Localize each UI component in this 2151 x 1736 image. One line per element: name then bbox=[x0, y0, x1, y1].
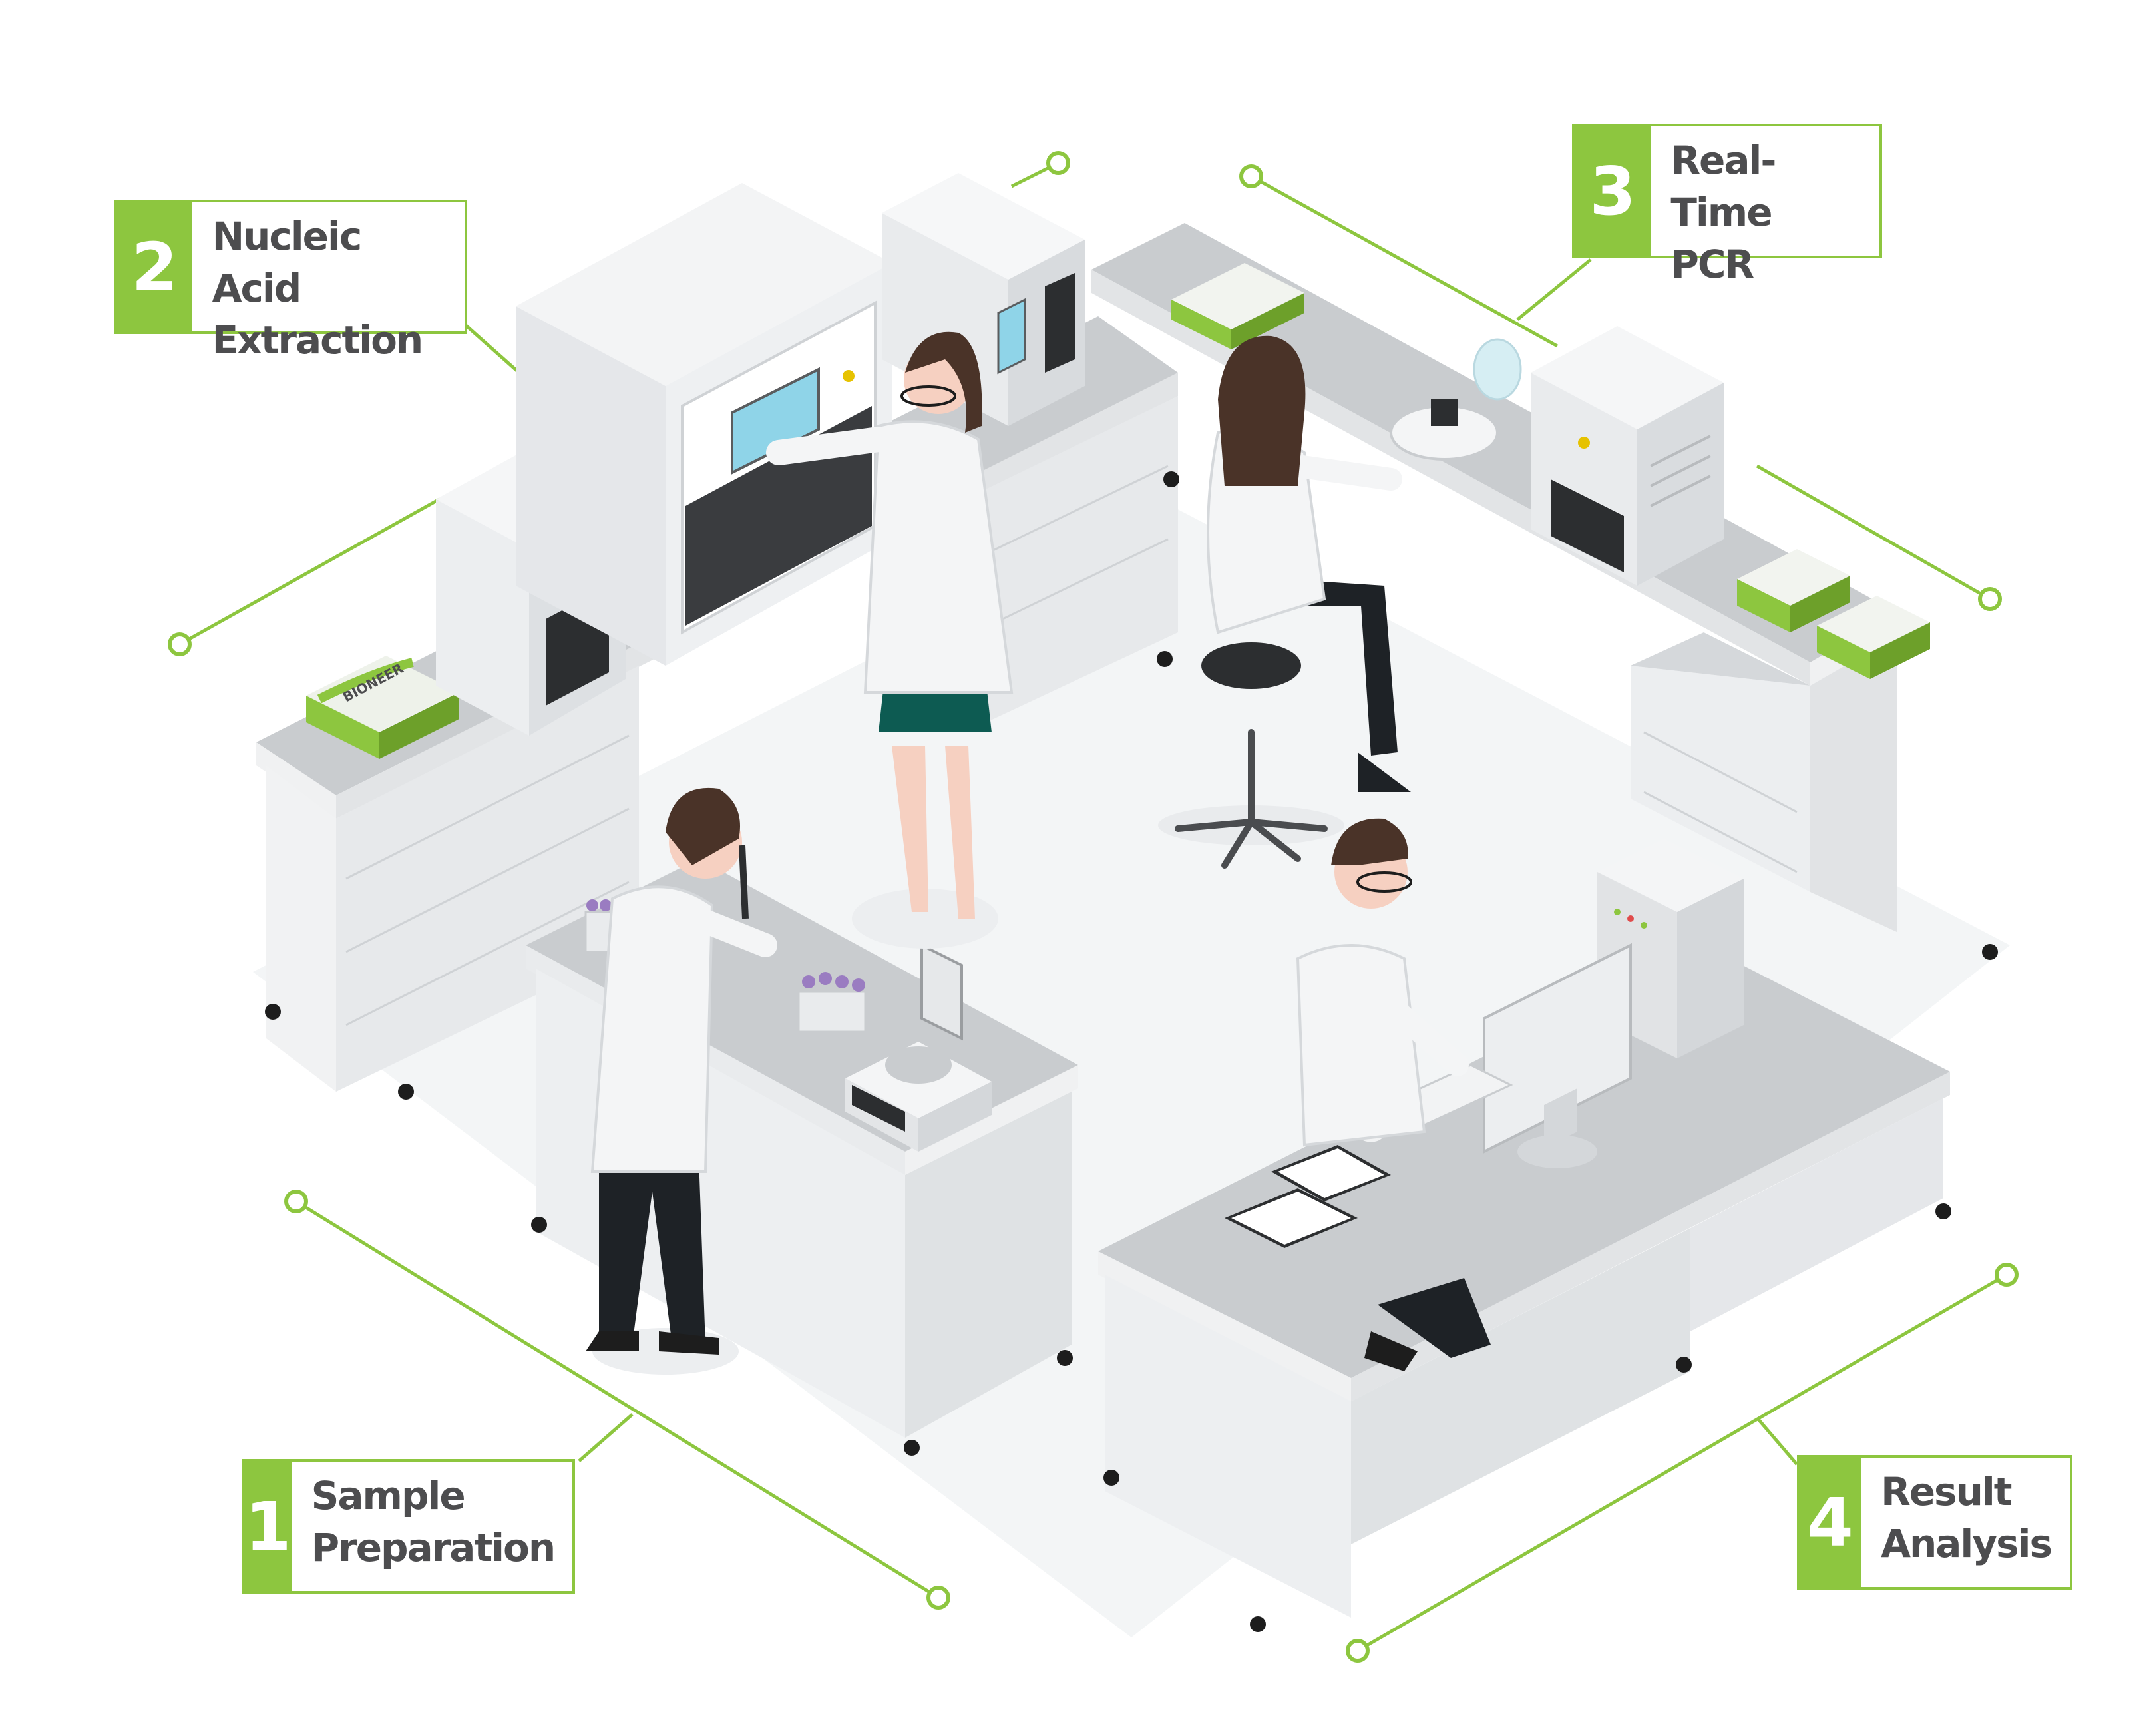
step-number: 3 bbox=[1575, 126, 1651, 256]
reagent-box: BIONEER bbox=[306, 656, 459, 759]
endpoint-circle bbox=[1239, 164, 1263, 188]
extraction-machine-tall bbox=[882, 173, 1085, 426]
step-number: 2 bbox=[117, 202, 192, 331]
endpoint-circle bbox=[168, 632, 192, 656]
connector-step4-label bbox=[1756, 1416, 1798, 1466]
person-standing-woman bbox=[766, 331, 1014, 949]
endpoint-circle bbox=[1995, 1263, 2019, 1287]
step-title-line1: Real-Time bbox=[1670, 138, 1776, 235]
connector-step1-label bbox=[578, 1413, 634, 1462]
endpoint-circle bbox=[284, 1190, 308, 1213]
tube-rack bbox=[584, 899, 867, 1033]
step-title: Result Analysis bbox=[1861, 1458, 2070, 1587]
step-label-2: 2 Nucleic Acid Extraction bbox=[114, 200, 467, 363]
connector-step3-top bbox=[1250, 174, 1559, 348]
vortex-device bbox=[1390, 338, 1522, 461]
step-label-4: 4 Result Analysis bbox=[1797, 1455, 2072, 1590]
floor-shadow bbox=[253, 506, 2010, 1637]
endpoint-circle bbox=[1978, 587, 2002, 611]
monitor bbox=[1483, 943, 1632, 1168]
endpoint-circle bbox=[926, 1586, 950, 1610]
step-title: Real-Time PCR bbox=[1651, 126, 1879, 287]
step-title-line2: PCR bbox=[1670, 242, 1754, 287]
step-title-line1: Nucleic Acid bbox=[212, 214, 363, 311]
connector-lines bbox=[178, 161, 2008, 1653]
extraction-machine-large bbox=[516, 183, 892, 666]
pcr-machine bbox=[1531, 326, 1724, 586]
person-seated-woman bbox=[1207, 335, 1411, 792]
bench-analysis bbox=[1098, 945, 1951, 1632]
step-label-3: 3 Real-Time PCR bbox=[1572, 124, 1882, 287]
person-computer-man bbox=[1296, 818, 1491, 1371]
sample-boxes-green bbox=[1737, 549, 1930, 679]
connector-step4-diagonal bbox=[1356, 1273, 2008, 1653]
tablets bbox=[1225, 1145, 1391, 1248]
step-title-line1: Result bbox=[1881, 1469, 2012, 1514]
connector-step1-diagonal bbox=[295, 1199, 940, 1600]
step-number: 4 bbox=[1800, 1458, 1861, 1587]
step-title: Nucleic Acid Extraction bbox=[192, 202, 465, 363]
endpoint-circle bbox=[1346, 1639, 1370, 1663]
person-pipetting-man bbox=[586, 787, 777, 1375]
step-title: Sample Preparation bbox=[292, 1462, 574, 1591]
lab-stool bbox=[1158, 642, 1344, 869]
endpoint-circle bbox=[1046, 151, 1070, 175]
sample-box-back bbox=[1171, 263, 1304, 349]
connector-step3-right bbox=[1756, 464, 1991, 601]
centrifuge bbox=[845, 943, 992, 1152]
connector-step2-label bbox=[458, 318, 520, 374]
connector-step3-label bbox=[1516, 258, 1592, 321]
step-label-1: 1 Sample Preparation bbox=[242, 1459, 575, 1594]
step-title-line2: Analysis bbox=[1881, 1521, 2053, 1566]
step-title-line1: Sample bbox=[311, 1473, 466, 1518]
step-title-line2: Preparation bbox=[311, 1525, 556, 1570]
step-title-line2: Extraction bbox=[212, 318, 424, 363]
connector-step2-left bbox=[178, 497, 441, 646]
step-number: 1 bbox=[245, 1462, 292, 1591]
connector-endpoints bbox=[168, 151, 2019, 1663]
